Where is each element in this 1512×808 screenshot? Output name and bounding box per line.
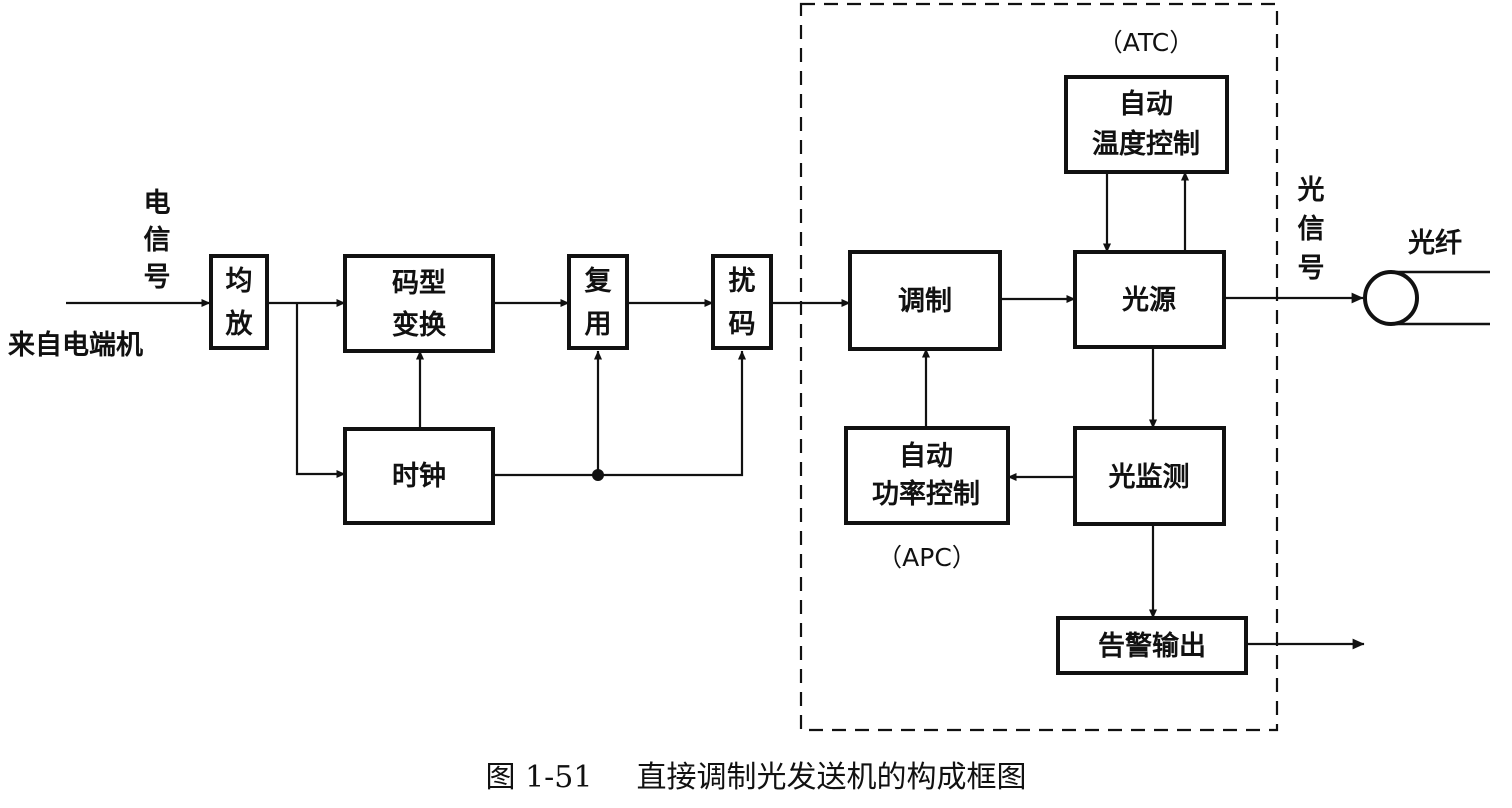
code-conversion-label-2: 变换 <box>392 309 447 341</box>
apc-label-1: 自动 <box>899 440 953 472</box>
scrambler-block: 扰 码 <box>711 254 773 350</box>
fiber-icon <box>1363 270 1490 326</box>
optical-signal-char-3: 号 <box>1298 253 1325 284</box>
electric-signal-char-1: 电 <box>144 188 171 219</box>
apc-abbreviation: （APC） <box>877 543 977 572</box>
atc-label-1: 自动 <box>1119 88 1173 120</box>
clock-label: 时钟 <box>392 461 446 492</box>
electric-signal-char-3: 号 <box>144 262 171 293</box>
atc-abbreviation: （ATC） <box>1098 28 1194 57</box>
from-terminal-label: 来自电端机 <box>8 329 143 361</box>
modulator-block: 调制 <box>848 250 1002 351</box>
optical-signal-char-2: 信 <box>1298 214 1325 245</box>
atc-block: 自动 温度控制 <box>1064 75 1229 174</box>
modulator-label: 调制 <box>898 286 952 317</box>
equalizer-label-2: 放 <box>225 308 254 340</box>
scrambler-label-2: 码 <box>729 309 756 340</box>
optical-signal-char-1: 光 <box>1297 175 1325 206</box>
atc-label-2: 温度控制 <box>1092 128 1200 160</box>
figure-number: 图 1-51 <box>485 760 593 795</box>
equalizer-block: 均 放 <box>209 254 269 350</box>
connectors <box>66 171 1365 650</box>
light-source-label: 光源 <box>1121 285 1176 316</box>
figure-caption: 图 1-51 直接调制光发送机的构成框图 <box>0 752 1512 796</box>
scrambler-label-1: 扰 <box>729 266 756 297</box>
equalizer-label-1: 均 <box>226 266 253 297</box>
apc-label-2: 功率控制 <box>872 478 980 510</box>
code-conversion-block: 码型 变换 <box>343 254 495 353</box>
clock-block: 时钟 <box>343 427 495 525</box>
alarm-output-block: 告警输出 <box>1056 616 1248 675</box>
figure-title: 直接调制光发送机的构成框图 <box>636 760 1027 795</box>
light-monitor-block: 光监测 <box>1073 426 1226 526</box>
fiber-label: 光纤 <box>1407 228 1462 259</box>
code-conversion-label-1: 码型 <box>392 268 446 299</box>
multiplexer-label-2: 用 <box>585 309 612 340</box>
transmitter-boundary <box>799 2 1279 732</box>
multiplexer-block: 复 用 <box>567 254 629 350</box>
apc-block: 自动 功率控制 <box>844 426 1010 525</box>
clock-bus-line <box>493 350 747 477</box>
light-monitor-label: 光监测 <box>1108 462 1190 493</box>
alarm-output-label: 告警输出 <box>1098 630 1206 662</box>
multiplexer-label-1: 复 <box>585 266 613 297</box>
junction-dot <box>592 469 604 481</box>
eq-to-clock-arrow <box>295 303 346 479</box>
light-source-block: 光源 <box>1073 250 1226 349</box>
electric-signal-char-2: 信 <box>144 225 171 256</box>
